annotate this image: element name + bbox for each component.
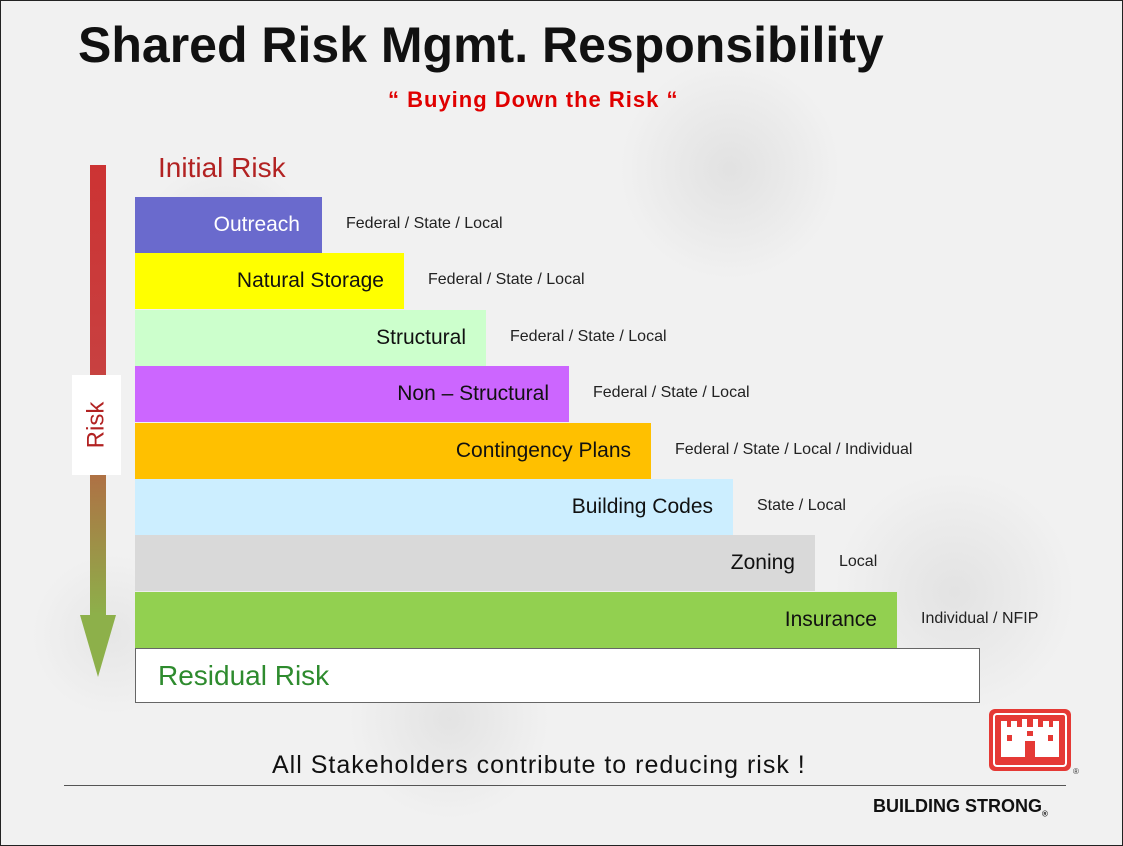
- layer-bar: Contingency Plans: [135, 423, 651, 479]
- layer-label: Building Codes: [571, 495, 713, 518]
- layer-label: Structural: [376, 326, 466, 349]
- layer-bar: Natural Storage: [135, 253, 404, 309]
- risk-label: Risk: [82, 401, 110, 449]
- layer-label: Natural Storage: [236, 269, 384, 292]
- slide-subtitle: “ Buying Down the Risk “: [388, 87, 679, 112]
- layer-bar: Insurance: [135, 592, 897, 648]
- layer-label: Non – Structural: [397, 382, 549, 405]
- brand-text: BUILDING STRONG®: [873, 796, 1048, 819]
- layer-label: Insurance: [784, 608, 877, 631]
- brand-registered-mark: ®: [1042, 809, 1048, 819]
- layer-bar: Structural: [135, 310, 486, 366]
- brand-name: BUILDING STRONG: [873, 796, 1042, 816]
- castle-logo-icon: [989, 709, 1071, 771]
- residual-risk-box: Residual Risk: [135, 648, 980, 703]
- layer-responsibility: Local: [839, 553, 878, 570]
- slide-title: Shared Risk Mgmt. Responsibility: [78, 17, 884, 73]
- footer-message: All Stakeholders contribute to reducing …: [272, 751, 806, 779]
- logo-registered-mark: ®: [1073, 767, 1079, 776]
- footer-divider: [64, 785, 1066, 786]
- risk-label-box: Risk: [72, 375, 121, 475]
- layer-responsibility: Federal / State / Local: [593, 384, 750, 401]
- layer-bar: Non – Structural: [135, 366, 569, 422]
- layer-label: Zoning: [730, 551, 795, 574]
- layer-responsibility: Federal / State / Local: [346, 215, 503, 232]
- layer-responsibility: Individual / NFIP: [921, 610, 1039, 627]
- layer-responsibility: Federal / State / Local: [428, 271, 585, 288]
- layer-label: Outreach: [213, 213, 300, 236]
- residual-risk-label: Residual Risk: [158, 659, 330, 691]
- layer-label: Contingency Plans: [455, 439, 631, 462]
- layer-responsibility: Federal / State / Local / Individual: [675, 441, 913, 458]
- layer-bar: Building Codes: [135, 479, 733, 535]
- initial-risk-label: Initial Risk: [158, 152, 286, 183]
- layer-responsibility: Federal / State / Local: [510, 328, 667, 345]
- layer-bar: Zoning: [135, 535, 815, 591]
- layer-responsibility: State / Local: [757, 497, 846, 514]
- layer-bar: Outreach: [135, 197, 322, 253]
